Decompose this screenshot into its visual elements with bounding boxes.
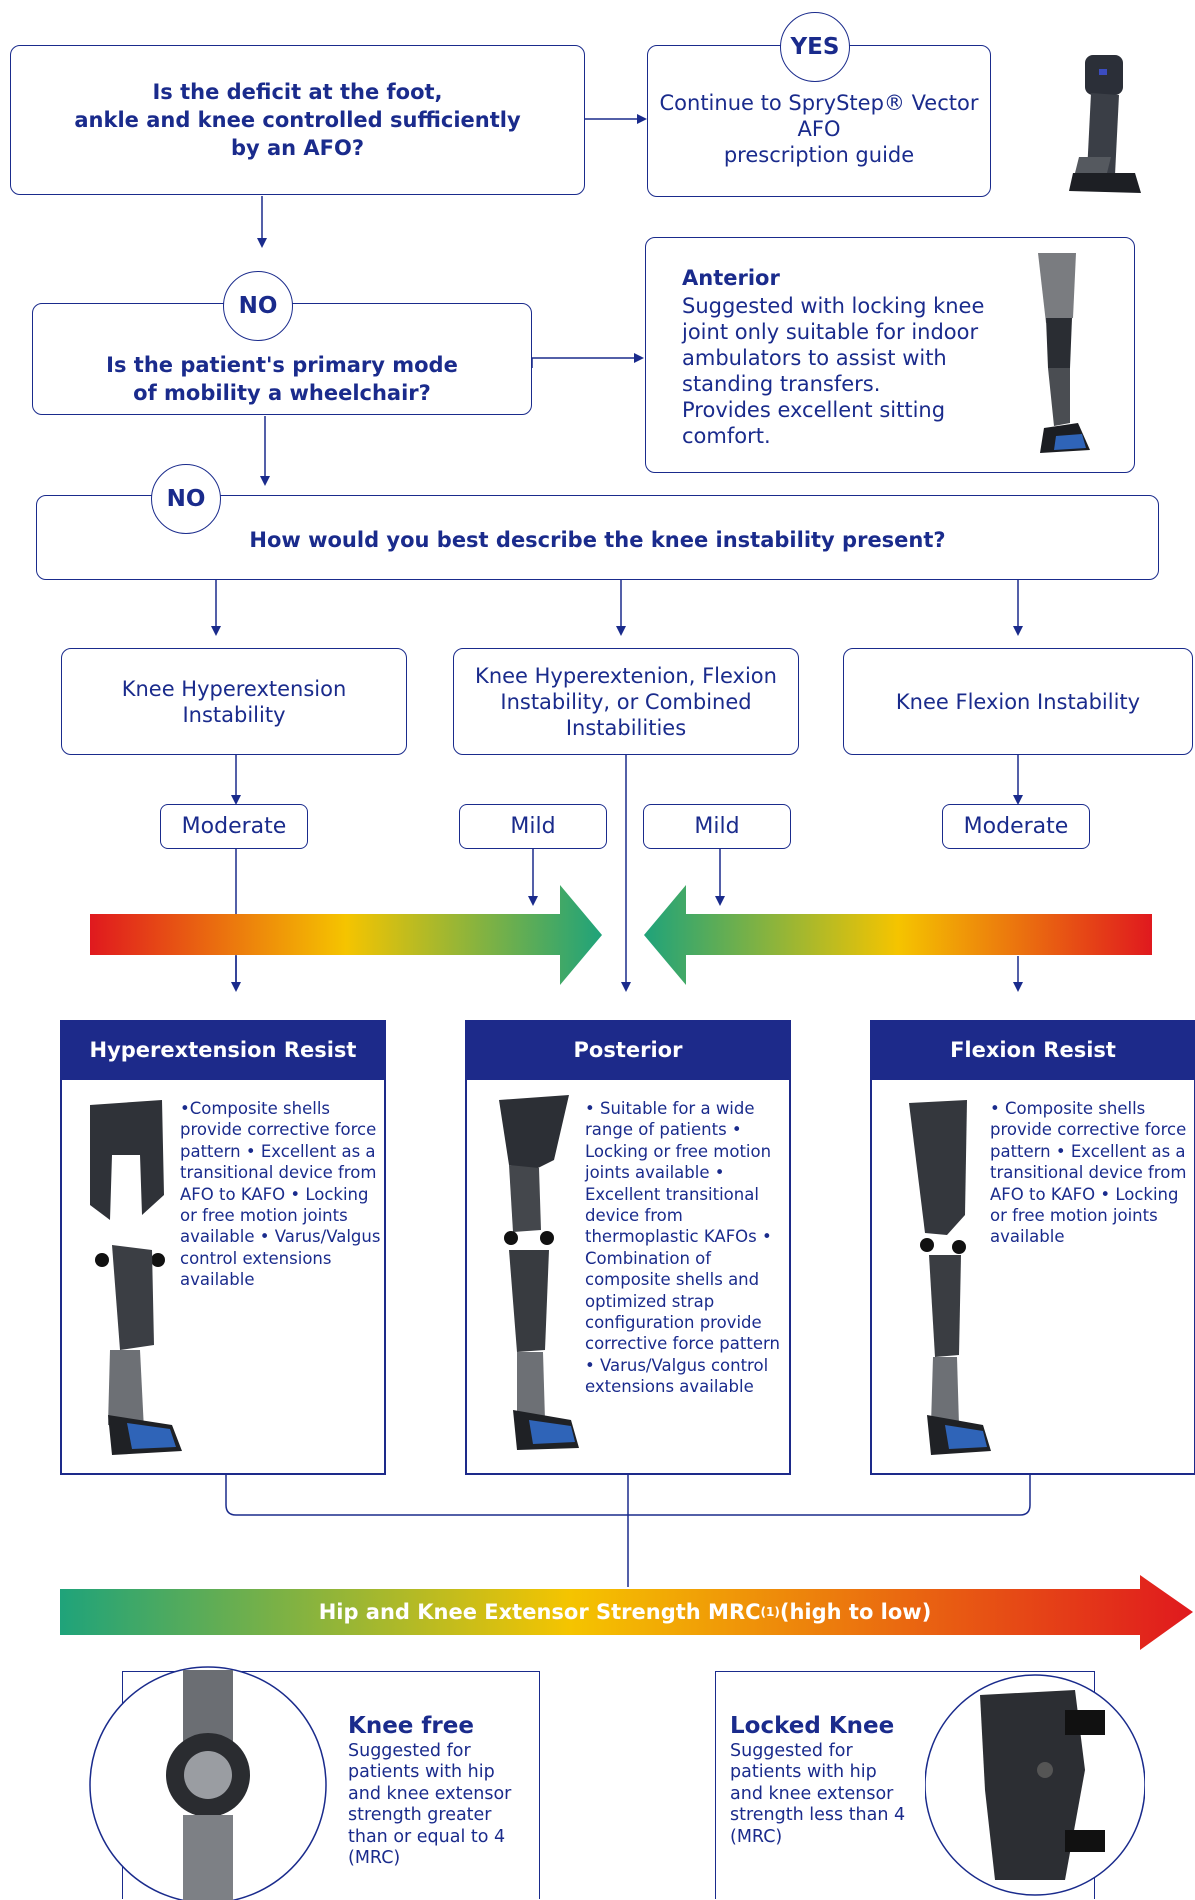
card-title-flexion-resist: Flexion Resist [870,1020,1195,1080]
anterior-text: Suggested with locking knee joint only s… [682,294,985,448]
hyperextension-resist-device-image [90,1100,182,1455]
severity-mild-left: Mild [459,804,607,849]
flexion-resist-device-image [909,1100,991,1455]
question-afo-sufficient: Is the deficit at the foot, ankle and kn… [10,45,585,195]
afo-device-image [1069,55,1141,193]
anterior-box: Anterior Suggested with locking knee joi… [645,237,1135,473]
severity-moderate-right: Moderate [942,804,1090,849]
anterior-title: Anterior [682,266,780,290]
flexion-resist-features: • Composite shells provide corrective fo… [990,1099,1187,1247]
severity-moderate-left: Moderate [160,804,308,849]
knee-instability-question-box [36,495,1159,580]
card-title-hyperextension-resist: Hyperextension Resist [60,1020,386,1080]
strength-bar-label: Hip and Knee Extensor Strength MRC(1) (h… [318,1600,932,1624]
card-posterior: • Suitable for a wide range of patients … [465,1080,791,1475]
posterior-device-image [499,1095,579,1450]
locked-knee-text: Suggested for patients with hip and knee… [730,1741,906,1847]
no-badge-2: NO [151,464,221,534]
card-hyperextension-resist: •Composite shells provide corrective for… [60,1080,386,1475]
knee-free-title: Knee free [348,1713,474,1739]
category-hyperextension: Knee Hyperextension Instability [61,648,407,755]
card-flexion-resist: • Composite shells provide corrective fo… [870,1080,1195,1475]
question-wheelchair: Is the patient's primary mode of mobilit… [106,353,458,405]
yes-badge: YES [780,12,850,82]
yes-result-text: Continue to SpryStep® Vector AFO prescri… [659,91,979,167]
gradient-arrow-right [644,885,1152,985]
posterior-features: • Suitable for a wide range of patients … [585,1099,780,1397]
no-badge-1: NO [223,271,293,341]
locked-knee-image [925,1674,1145,1896]
category-flexion: Knee Flexion Instability [843,648,1193,755]
knee-free-joint-image [89,1666,327,1900]
knee-free-text: Suggested for patients with hip and knee… [348,1741,512,1869]
hyperextension-resist-features: •Composite shells provide corrective for… [180,1099,381,1290]
locked-knee-title: Locked Knee [730,1713,895,1739]
strength-gradient-bar [60,1575,1193,1650]
severity-mild-right: Mild [643,804,791,849]
question-knee-instability: How would you best describe the knee ins… [249,528,946,552]
anterior-device-image [1038,253,1090,453]
category-combined: Knee Hyperextenion, Flexion Instability,… [453,648,799,755]
gradient-arrow-left [90,885,602,985]
card-title-posterior: Posterior [465,1020,791,1080]
